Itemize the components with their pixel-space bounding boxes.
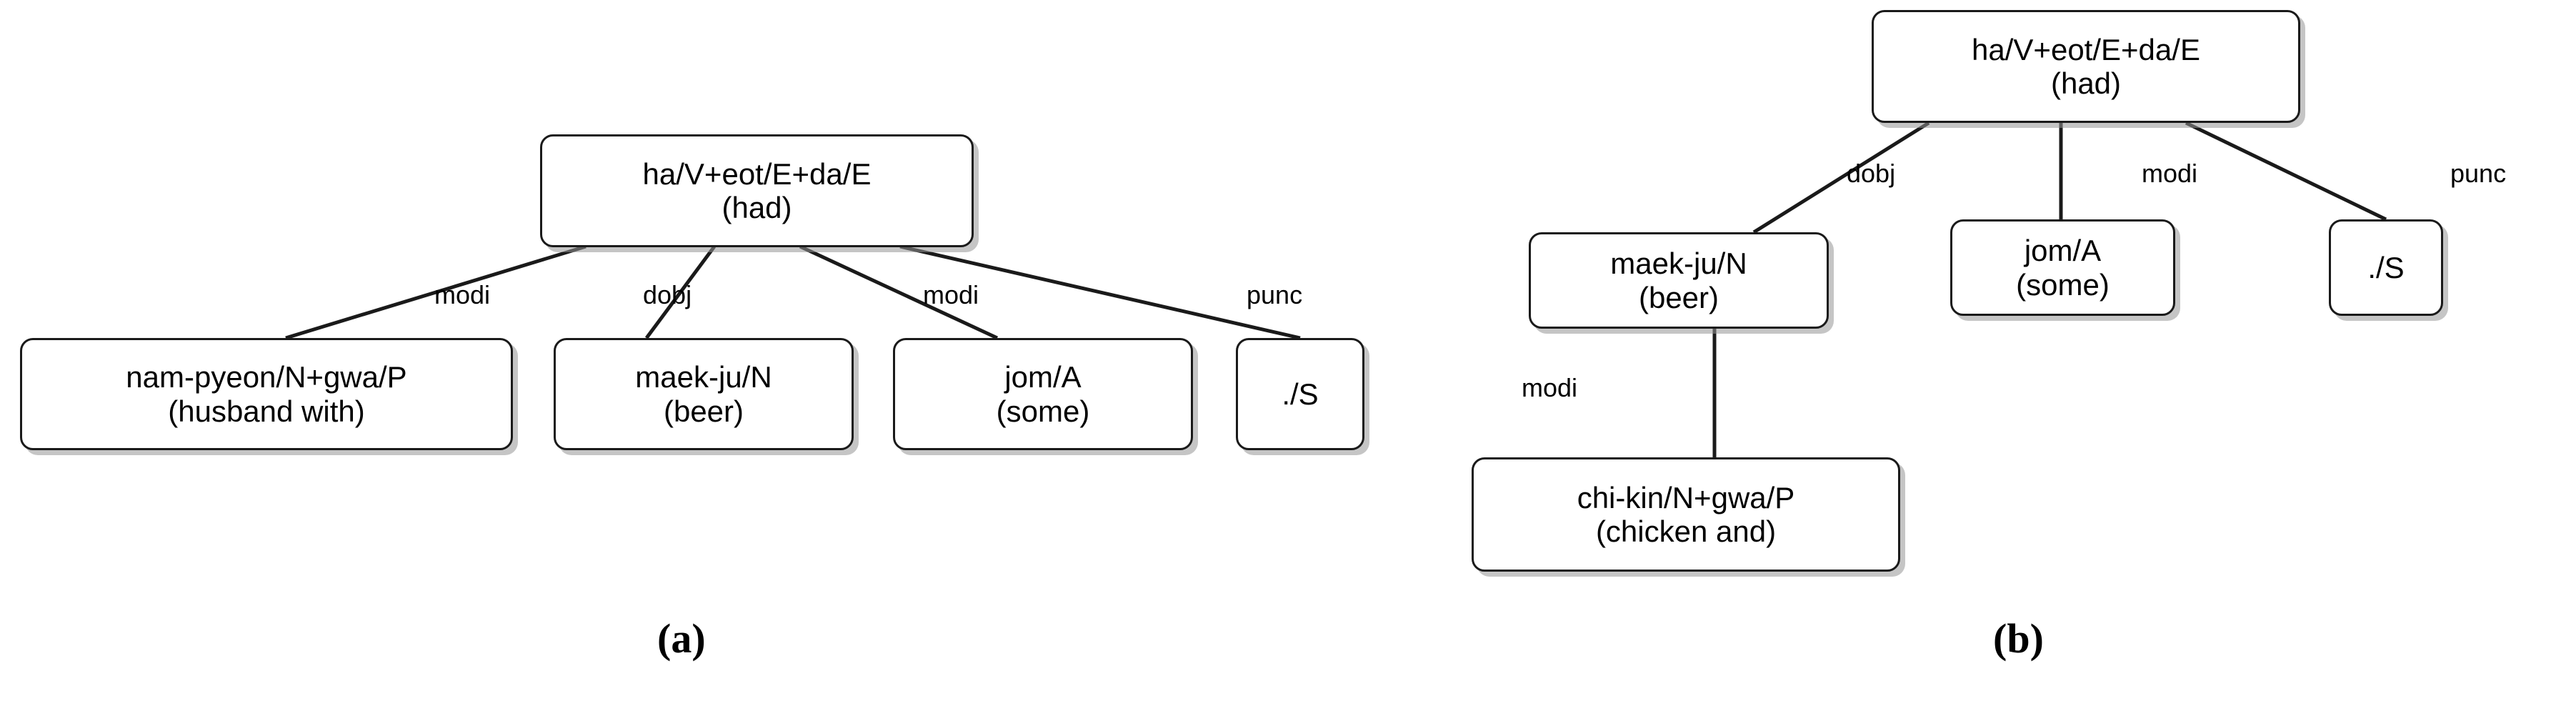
caption-panel-b: (b) — [1993, 615, 2044, 662]
node-b-maekju[interactable]: maek-ju/N (beer) — [1529, 232, 1829, 329]
node-a-nampyeon[interactable]: nam-pyeon/N+gwa/P (husband with) — [20, 338, 513, 450]
edge-b-root-punc — [2185, 121, 2387, 222]
node-b-maekju-line1: maek-ju/N — [1610, 247, 1747, 281]
edge-label-a-dobj: dobj — [643, 280, 692, 309]
node-a-maekju-line2: (beer) — [663, 394, 744, 428]
node-a-root-line2: (had) — [722, 191, 792, 224]
node-b-chikin-line2: (chicken and) — [1595, 514, 1777, 548]
edge-label-b-punc: punc — [2450, 159, 2507, 188]
node-b-jom-line1: jom/A — [2024, 234, 2102, 268]
edge-label-b-modi-root: modi — [2142, 159, 2198, 188]
edge-label-a-modi-1: modi — [434, 280, 491, 309]
caption-panel-a: (a) — [657, 615, 706, 662]
node-b-jom-line2: (some) — [2016, 267, 2110, 302]
node-a-root-line1: ha/V+eot/E+da/E — [642, 156, 872, 191]
node-b-chikin-line1: chi-kin/N+gwa/P — [1577, 480, 1795, 514]
node-b-root-line1: ha/V+eot/E+da/E — [1972, 32, 2200, 66]
node-a-maekju-line1: maek-ju/N — [635, 360, 772, 394]
node-b-root[interactable]: ha/V+eot/E+da/E (had) — [1872, 10, 2300, 123]
node-a-punc-line1: ./S — [1282, 377, 1319, 411]
node-b-chikin[interactable]: chi-kin/N+gwa/P (chicken and) — [1472, 457, 1900, 572]
node-b-jom[interactable]: jom/A (some) — [1950, 219, 2175, 316]
node-a-jom-line2: (some) — [996, 394, 1090, 428]
edge-label-b-modi-maekju: modi — [1522, 373, 1578, 402]
node-a-punc[interactable]: ./S — [1236, 338, 1364, 450]
node-a-nampyeon-line1: nam-pyeon/N+gwa/P — [126, 360, 407, 394]
edge-label-a-modi-2: modi — [923, 280, 979, 309]
node-a-nampyeon-line2: (husband with) — [168, 394, 365, 428]
node-a-root[interactable]: ha/V+eot/E+da/E (had) — [540, 134, 974, 247]
edge-b-root-maekju — [1752, 121, 1930, 234]
edge-label-a-punc: punc — [1247, 280, 1303, 309]
node-a-jom[interactable]: jom/A (some) — [893, 338, 1193, 450]
node-b-maekju-line2: (beer) — [1638, 280, 1719, 314]
node-b-punc[interactable]: ./S — [2329, 219, 2443, 316]
edge-label-b-dobj: dobj — [1847, 159, 1896, 188]
node-b-punc-line1: ./S — [2367, 250, 2405, 284]
node-a-maekju[interactable]: maek-ju/N (beer) — [554, 338, 854, 450]
node-b-root-line2: (had) — [2050, 66, 2122, 100]
node-a-jom-line1: jom/A — [1004, 360, 1082, 394]
